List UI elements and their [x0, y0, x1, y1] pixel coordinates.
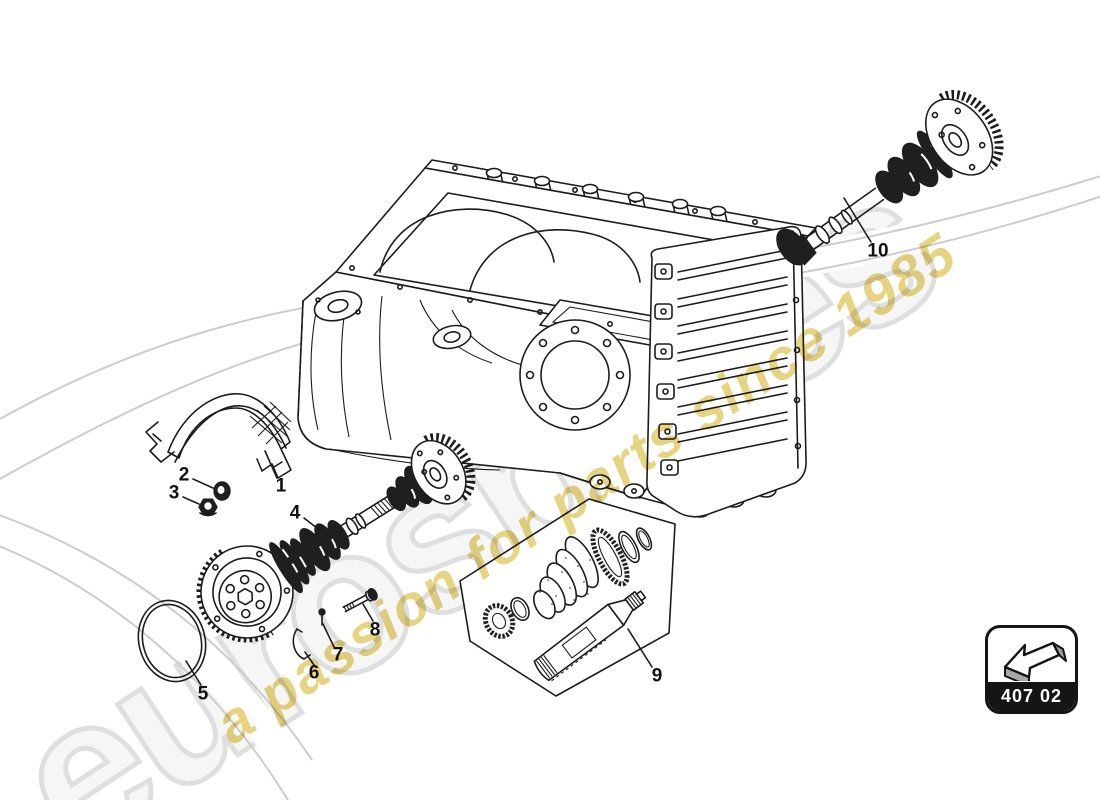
part-9-boot-kit [460, 499, 675, 696]
part-10-drive-shaft-right [772, 82, 1013, 287]
part-label-2[interactable]: 2 [178, 464, 190, 486]
part-4-drive-shaft-left [184, 417, 489, 655]
part-label-10[interactable]: 10 [867, 240, 889, 262]
badge-code-bar: 407 02 [988, 682, 1075, 711]
part-2-washer [214, 482, 230, 500]
shield-hatch [250, 402, 291, 444]
leader-lines [183, 198, 871, 685]
housing-boss [311, 287, 364, 326]
boot-speckles [539, 557, 591, 605]
part-3-nut [199, 499, 217, 515]
part-label-8[interactable]: 8 [369, 619, 381, 641]
part-label-7[interactable]: 7 [332, 644, 344, 666]
grease-tube [532, 584, 651, 683]
cover-bolts [655, 250, 801, 476]
housing-boss [431, 322, 473, 351]
part-label-1[interactable]: 1 [275, 475, 287, 497]
part-label-5[interactable]: 5 [197, 683, 209, 705]
part-label-3[interactable]: 3 [168, 482, 180, 504]
flange-opening [520, 320, 630, 430]
part-8-bolt [342, 587, 379, 614]
bent-arrow-3d-icon [1003, 641, 1067, 681]
part-7-pin [319, 609, 325, 625]
part-1-shield-clamp [146, 394, 291, 478]
badge-icon-area [988, 628, 1075, 682]
part-label-6[interactable]: 6 [308, 662, 320, 684]
part-6-retaining-clip [293, 629, 310, 659]
part-label-4[interactable]: 4 [289, 502, 301, 524]
part-label-9[interactable]: 9 [651, 665, 663, 687]
part-5-gasket-ring [130, 593, 215, 689]
table-code-badge[interactable]: 407 02 [985, 625, 1078, 714]
